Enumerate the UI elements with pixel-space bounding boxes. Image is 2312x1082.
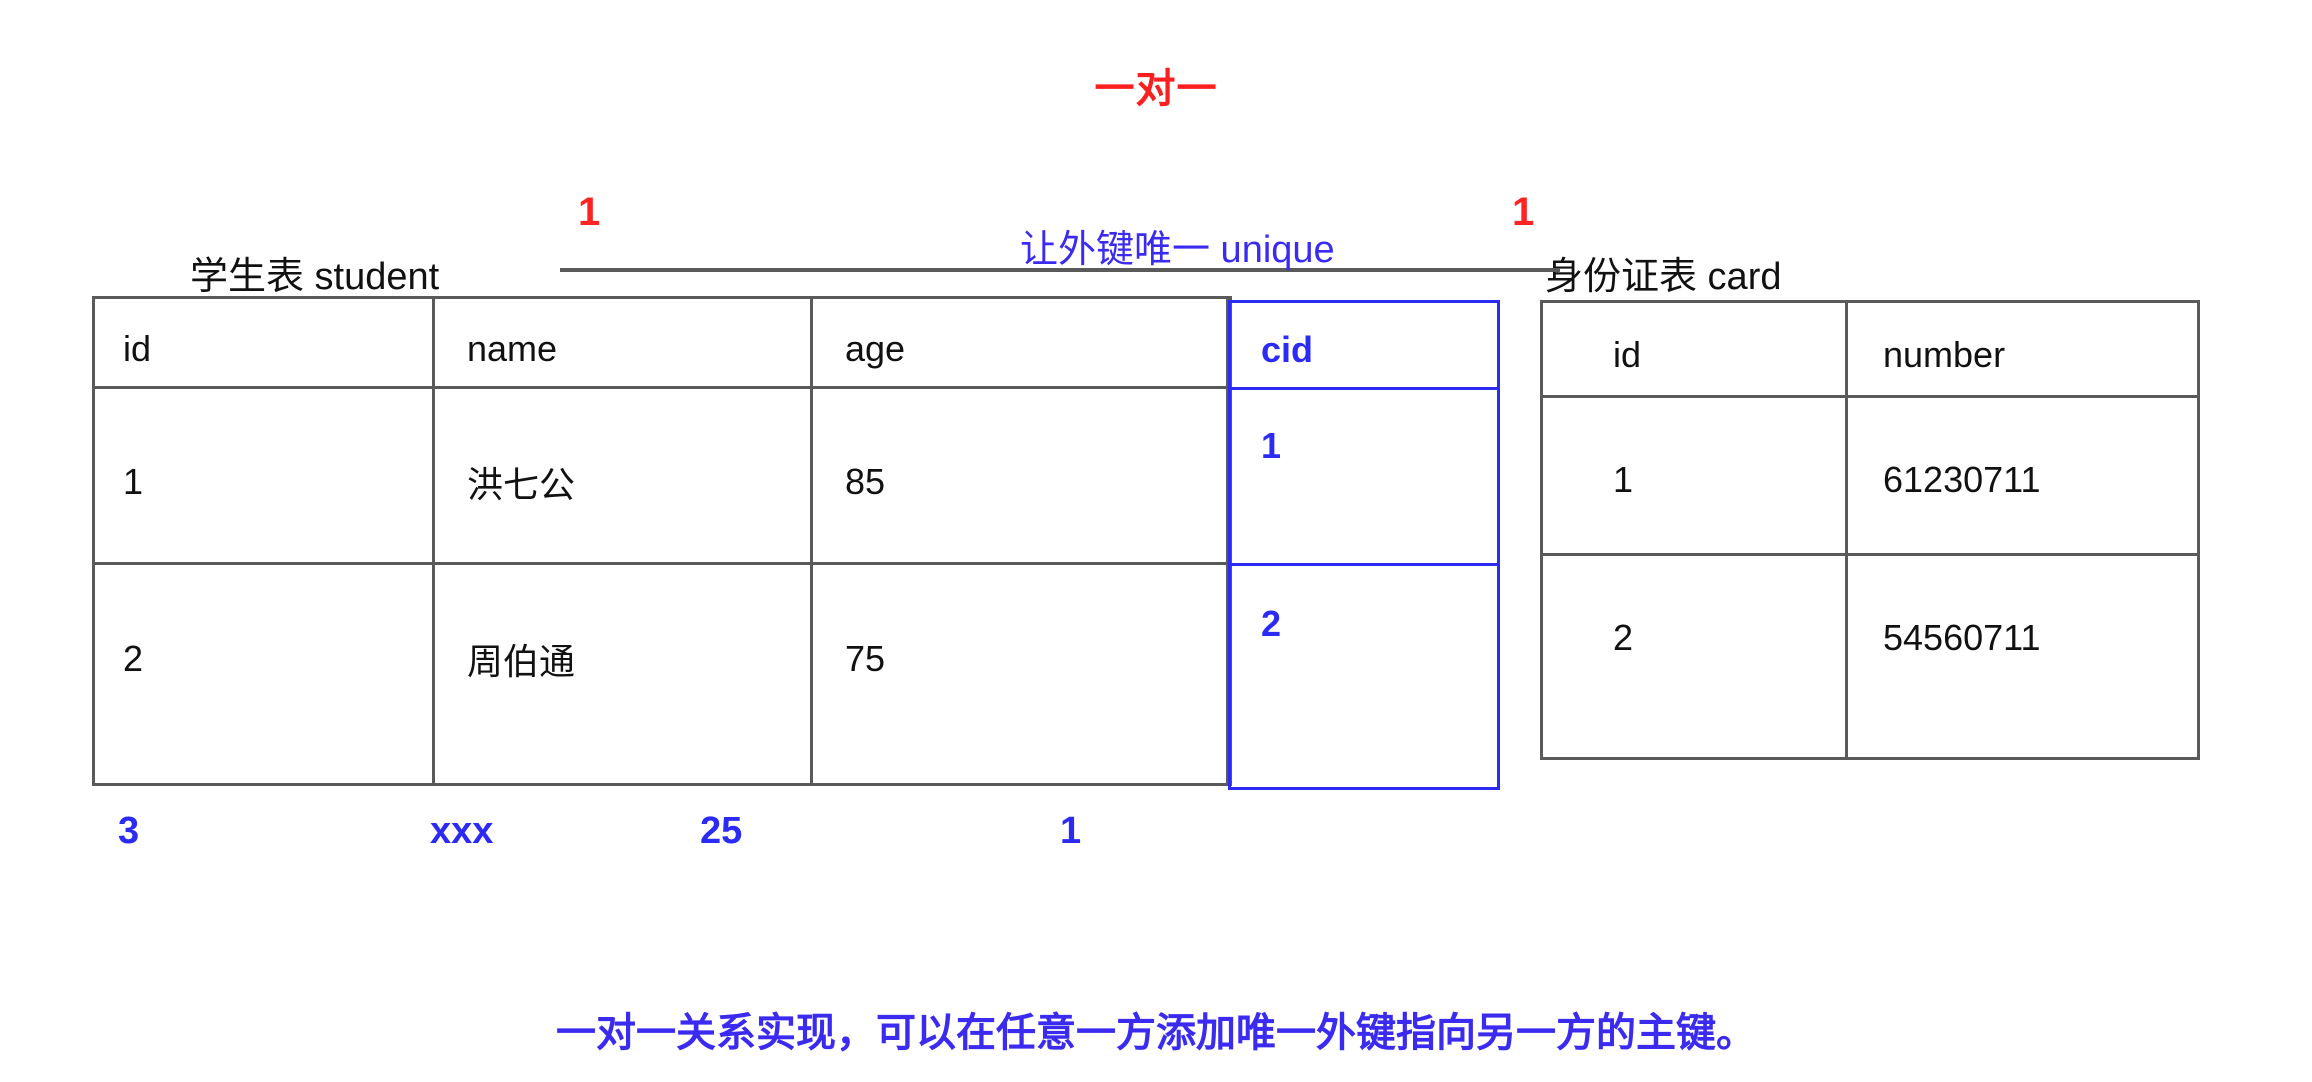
card-table: id number 1 61230711 2 54560711 — [1540, 300, 2200, 760]
pending-row-cid: 1 — [1060, 810, 1082, 852]
bottom-explanation-note: 一对一关系实现，可以在任意一方添加唯一外键指向另一方的主键。 — [556, 1011, 1756, 1055]
card-header-id: id — [1613, 334, 1642, 375]
cid-row-divider-1 — [1231, 563, 1497, 566]
card-cell-r0-id: 1 — [1613, 459, 1634, 500]
unique-constraint-note: 让外键唯一 unique — [1020, 229, 1335, 271]
student-cell-r0-id: 1 — [123, 461, 144, 502]
cid-cell-r0: 1 — [1261, 425, 1282, 466]
cardinality-label-right: 1 — [1512, 190, 1535, 234]
student-cell-r1-id: 2 — [123, 638, 144, 679]
student-row-divider-1 — [95, 562, 1229, 565]
card-cell-r1-id: 2 — [1613, 617, 1634, 658]
student-header-id: id — [123, 328, 152, 369]
student-table-caption: 学生表 student — [190, 256, 440, 298]
cid-header-divider — [1231, 387, 1497, 390]
student-foreign-key-column: cid 1 2 — [1228, 300, 1500, 790]
card-table-caption: 身份证表 card — [1545, 256, 1782, 298]
student-header-divider — [95, 386, 1229, 389]
student-cell-r1-age: 75 — [845, 638, 886, 679]
card-header-number: number — [1883, 334, 2006, 375]
pending-row-name: xxx — [430, 810, 494, 852]
card-row-divider-1 — [1543, 553, 2197, 556]
student-col-divider-3 — [1226, 299, 1229, 783]
student-header-name: name — [467, 328, 558, 369]
student-header-age: age — [845, 328, 906, 369]
card-header-divider — [1543, 395, 2197, 398]
card-col-divider-1 — [1845, 303, 1848, 757]
card-cell-r1-number: 54560711 — [1883, 617, 2041, 658]
cid-header: cid — [1261, 329, 1314, 370]
cid-cell-r1: 2 — [1261, 603, 1282, 644]
relationship-connector-line — [560, 268, 1560, 272]
student-cell-r0-name: 洪七公 — [467, 464, 576, 505]
student-col-divider-2 — [810, 299, 813, 783]
cardinality-label-left: 1 — [578, 190, 601, 234]
card-cell-r0-number: 61230711 — [1883, 459, 2041, 500]
diagram-title: 一对一 — [1094, 67, 1218, 111]
student-cell-r0-age: 85 — [845, 461, 886, 502]
student-col-divider-1 — [432, 299, 435, 783]
pending-row-age: 25 — [700, 810, 743, 852]
pending-row-id: 3 — [118, 810, 140, 852]
student-table: id name age 1 洪七公 85 2 周伯通 75 — [92, 296, 1232, 786]
student-cell-r1-name: 周伯通 — [467, 641, 576, 682]
